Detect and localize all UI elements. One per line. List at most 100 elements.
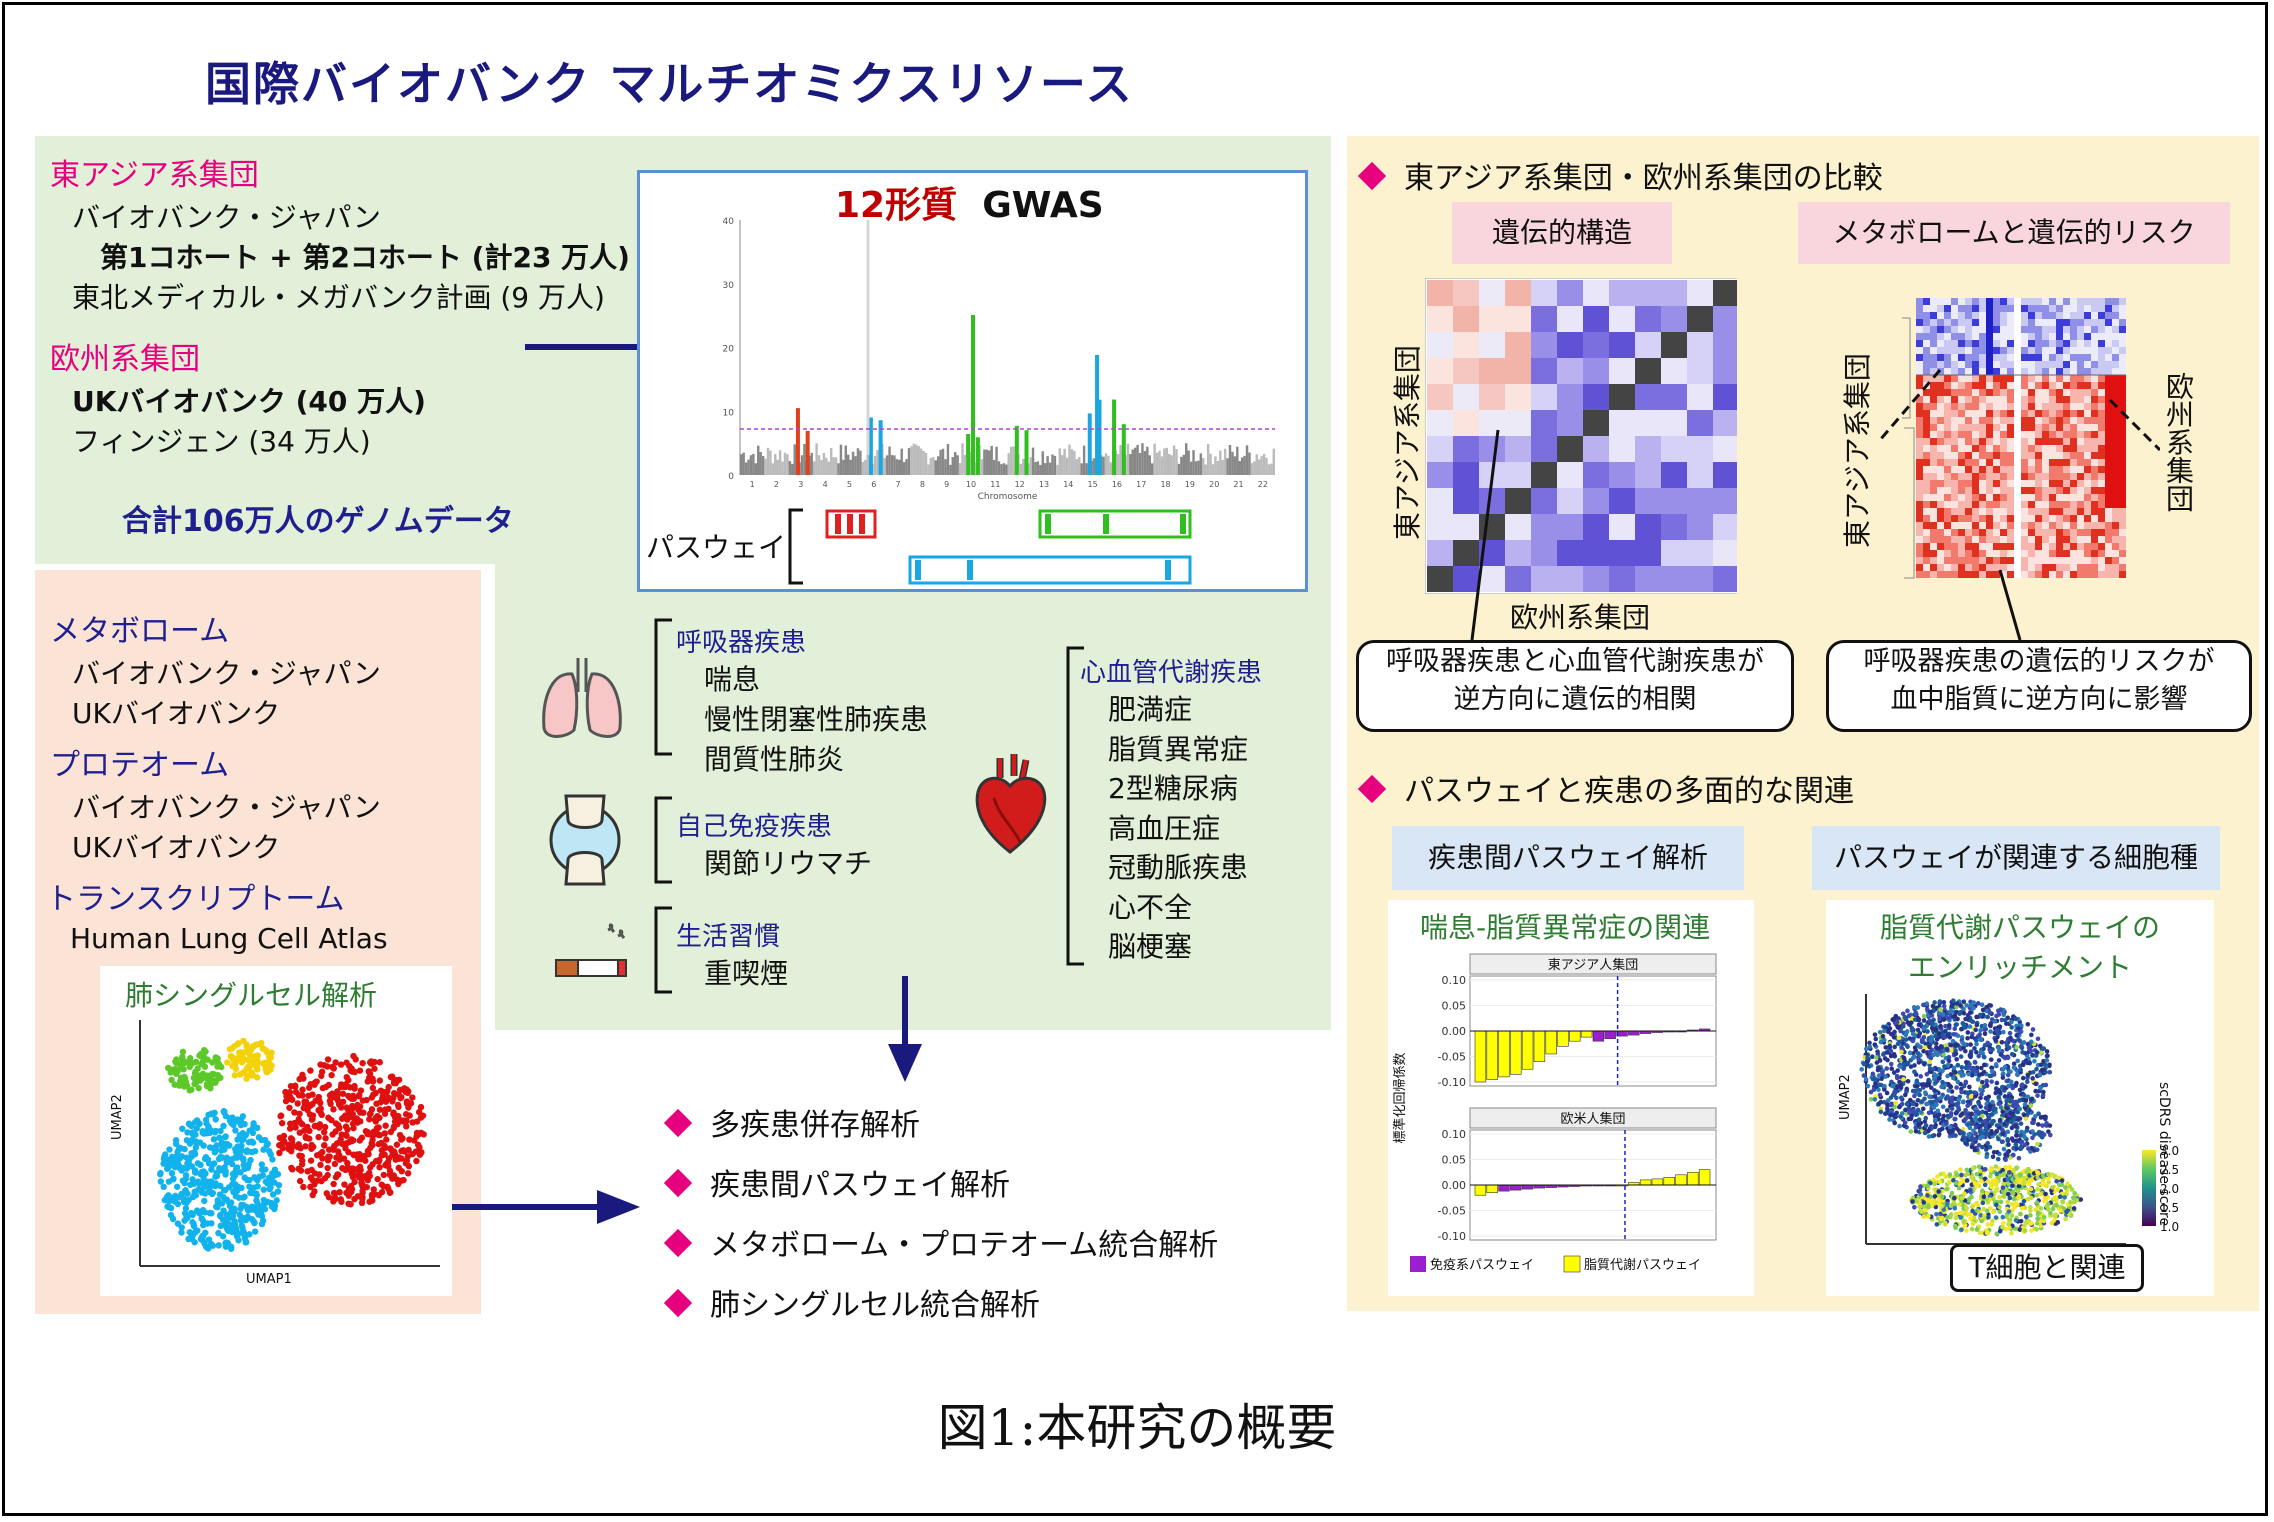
heatmap-cell: [1958, 487, 1965, 494]
cell-point: [171, 1081, 178, 1088]
scdrs-cell-point: [1968, 1054, 1973, 1060]
heatmap-cell: [2056, 515, 2063, 522]
cell-point: [275, 1181, 283, 1189]
cell-point: [332, 1128, 339, 1135]
cell-point: [369, 1132, 377, 1139]
scdrs-cell-point: [1935, 1174, 1940, 1179]
manhattan-point: [817, 455, 821, 475]
cell-point: [413, 1118, 421, 1125]
scdrs-cell-point: [1945, 1063, 1951, 1068]
heatmap-cell: [1713, 462, 1737, 488]
heatmap-cell: [2049, 564, 2056, 571]
heatmap-cell: [2098, 326, 2105, 333]
heatmap-cell: [2105, 410, 2112, 417]
manhattan-point: [927, 464, 930, 475]
pathway-bar: [1510, 1184, 1522, 1191]
heatmap-cell: [1965, 494, 1972, 501]
manhattan-x-tick: 16: [1112, 480, 1122, 489]
heatmap-cell: [1993, 410, 2000, 417]
heatmap-cell: [1923, 312, 1930, 319]
heatmap-cell: [2070, 298, 2077, 305]
heatmap-cell: [2084, 487, 2091, 494]
manhattan-point: [839, 444, 843, 475]
heatmap-cell: [1930, 333, 1937, 340]
cell-point: [203, 1082, 211, 1090]
heatmap-cell: [1635, 514, 1661, 540]
heatmap-cell: [2070, 564, 2077, 571]
heatmap-cell: [2021, 550, 2028, 557]
heatmap-cell: [2084, 557, 2091, 564]
manhattan-point: [1248, 452, 1251, 475]
pathway-bar: [1557, 1030, 1569, 1047]
heatmap-cell: [2077, 564, 2084, 571]
heatmap-cell: [1916, 557, 1923, 564]
cell-point: [198, 1215, 205, 1222]
heatmap-cell: [2070, 529, 2077, 536]
heatmap-cell: [2021, 340, 2028, 347]
scdrs-cell-point: [2001, 1146, 2007, 1152]
scdrs-cell-point: [1958, 1026, 1964, 1032]
manhattan-point: [1073, 450, 1076, 475]
heatmap-cell: [2014, 529, 2021, 536]
scdrs-cell-point: [1996, 1101, 2002, 1107]
scdrs-cell-point: [1882, 1083, 1887, 1089]
cell-point: [403, 1098, 411, 1105]
scdrs-cell-point: [1867, 1044, 1873, 1049]
heatmap-cell: [1979, 452, 1986, 459]
bar-y-tick: -0.10: [1438, 1076, 1466, 1089]
heatmap-cell: [1986, 564, 1993, 571]
heatmap-cell: [1479, 332, 1505, 358]
cell-point: [358, 1155, 365, 1163]
cell-point: [208, 1166, 215, 1173]
heatmap-cell: [1958, 445, 1965, 452]
cell-point: [331, 1190, 339, 1197]
heatmap-cell: [1916, 543, 1923, 550]
heatmap-cell: [2000, 452, 2007, 459]
heatmap-cell: [1944, 550, 1951, 557]
scdrs-cell-point: [1994, 1231, 2000, 1237]
heatmap-cell: [1979, 403, 1986, 410]
scdrs-cell-point: [1915, 1107, 1921, 1113]
cell-point: [212, 1055, 220, 1062]
heatmap-cell: [1916, 459, 1923, 466]
heatmap-cell: [2077, 557, 2084, 564]
manhattan-point: [776, 459, 779, 475]
heatmap-cell: [1937, 571, 1944, 578]
manhattan-point: [888, 446, 891, 475]
heatmap-cell: [1951, 536, 1958, 543]
scdrs-cell-point: [1895, 1068, 1900, 1073]
heatmap-cell: [2028, 382, 2035, 389]
manhattan-point: [1255, 454, 1258, 475]
manhattan-point: [1022, 458, 1025, 475]
cell-point: [200, 1221, 207, 1229]
heatmap-cell: [2070, 466, 2077, 473]
heatmap-cell: [1930, 564, 1937, 571]
heatmap-cell: [1609, 332, 1635, 358]
heatmap-cell: [2049, 298, 2056, 305]
cell-point: [346, 1062, 353, 1070]
scdrs-cell-point: [1899, 1044, 1904, 1050]
scdrs-cell-point: [1928, 1085, 1934, 1090]
cell-point: [211, 1160, 218, 1167]
scdrs-cell-point: [2046, 1129, 2051, 1134]
heatmap-cell: [1951, 347, 1958, 354]
scdrs-cell-point: [2038, 1192, 2043, 1197]
manhattan-point: [822, 452, 826, 475]
heatmap-cell: [2056, 522, 2063, 529]
heatmap-cell: [2028, 368, 2035, 375]
scdrs-cell-point: [1960, 1021, 1966, 1026]
heatmap-cell: [2084, 368, 2091, 375]
cell-point: [323, 1190, 330, 1197]
heatmap-cell: [1979, 333, 1986, 340]
heatmap-cell: [1944, 508, 1951, 515]
heatmap-cell: [1923, 410, 1930, 417]
scdrs-cell-point: [1969, 1121, 1974, 1127]
heatmap-cell: [2105, 564, 2112, 571]
scdrs-cell-point: [1988, 1029, 1993, 1034]
scdrs-cell-point: [1944, 1046, 1950, 1052]
heatmap-cell: [1916, 417, 1923, 424]
heatmap-cell: [2098, 410, 2105, 417]
cell-point: [292, 1088, 300, 1096]
heatmap-cell: [2021, 298, 2028, 305]
heatmap-cell: [1609, 410, 1635, 436]
